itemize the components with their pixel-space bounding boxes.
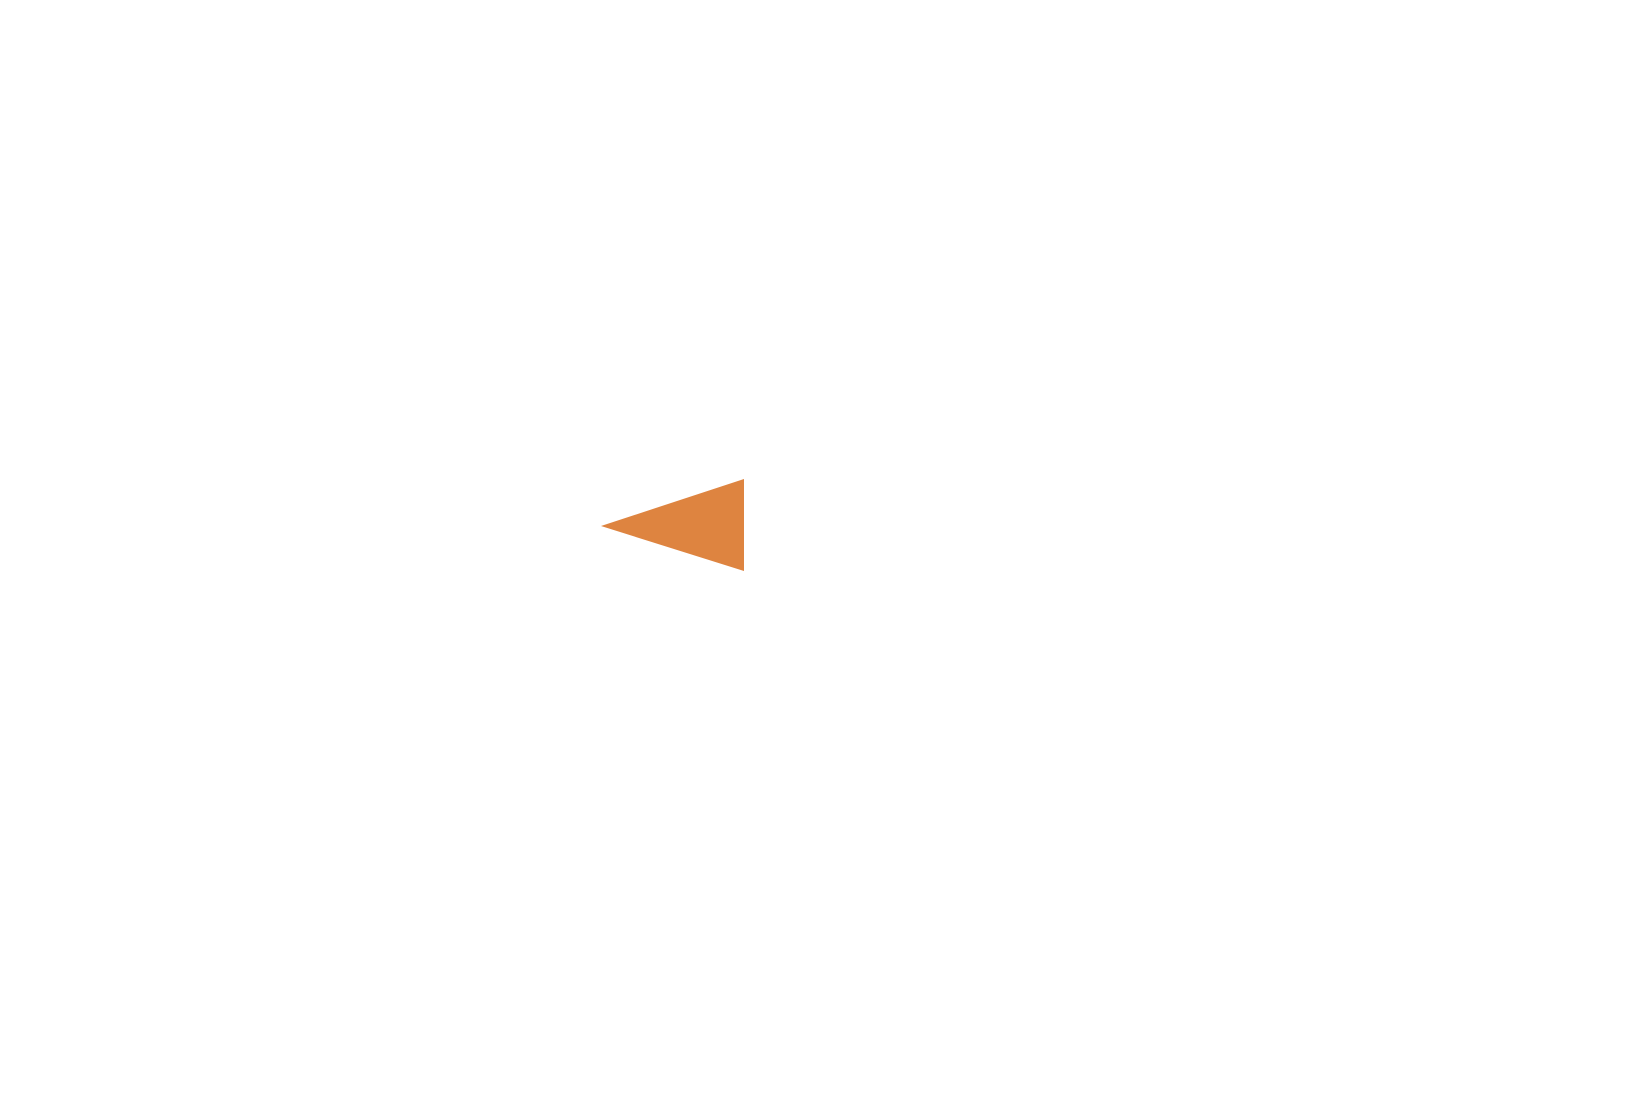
left-pointing-triangle	[601, 479, 744, 571]
